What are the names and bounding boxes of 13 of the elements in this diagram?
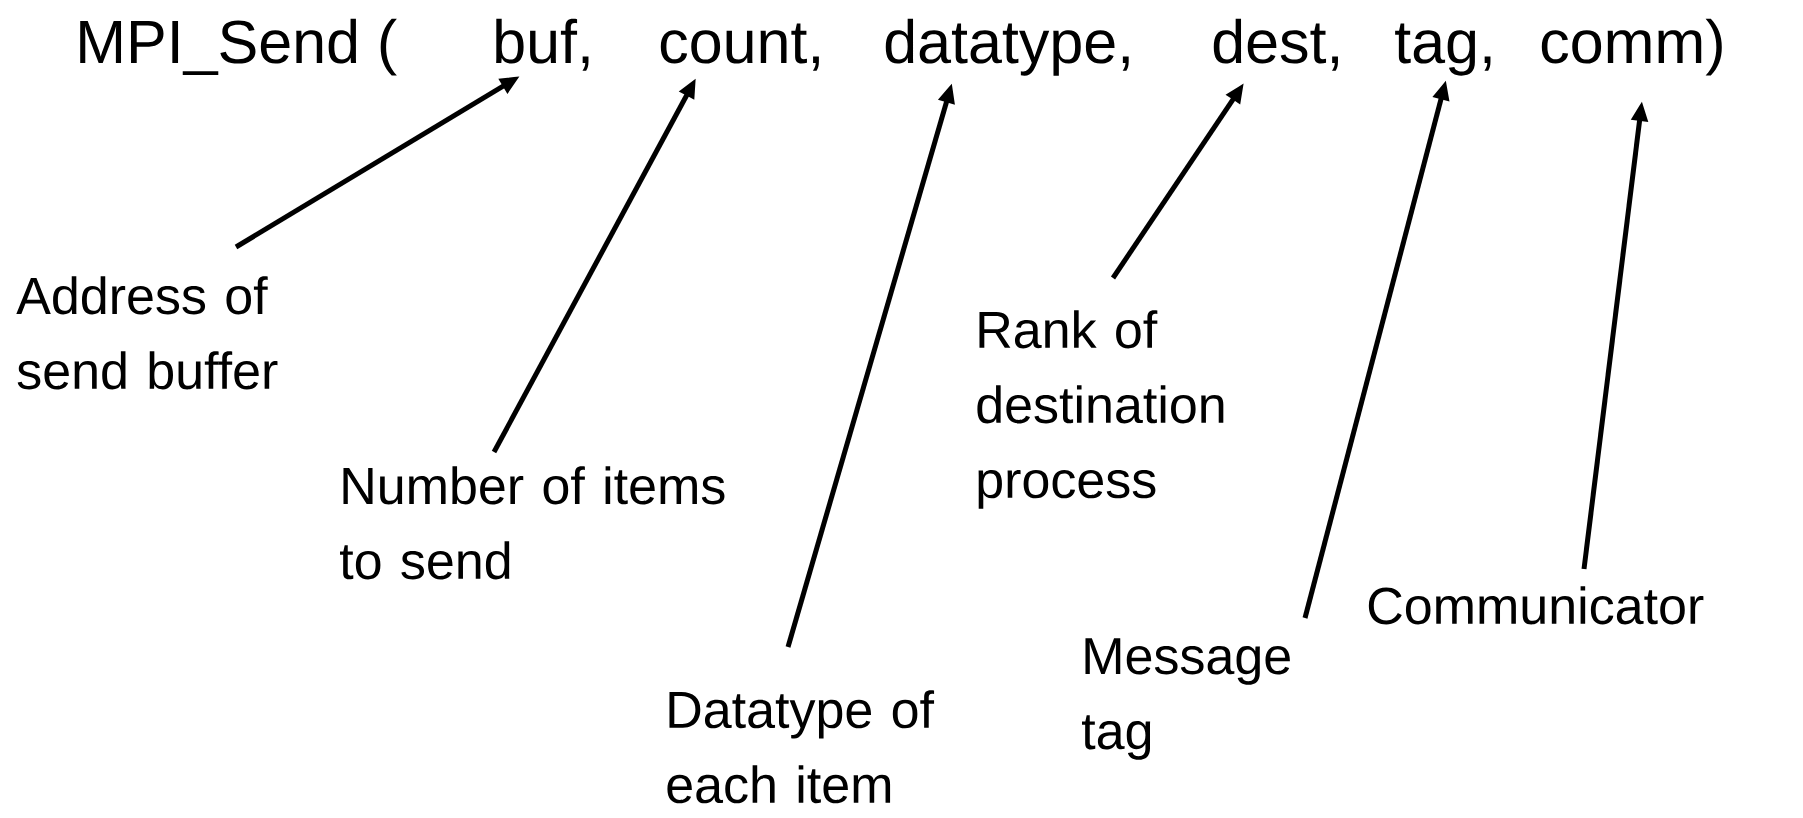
parameter-name: count, [660,23,819,71]
annotation-text: Number of items to send [340,466,725,580]
parameter-name: dest, [1213,18,1338,71]
annotation-text: Rank of destination process [977,310,1224,509]
parameter-name: datatype, [885,18,1129,76]
parameter-name: comm) [1541,18,1722,76]
parameter-name: buf, [496,18,589,71]
annotation-text: Message tag [1082,638,1290,760]
annotation-text: Address of send buffer [16,276,278,390]
function-name: MPI_Send ( [80,18,397,76]
annotation-text: Communicator [1368,586,1704,625]
parameter-name: tag, [1395,23,1491,76]
annotation-text: Datatype of each item [667,690,935,804]
